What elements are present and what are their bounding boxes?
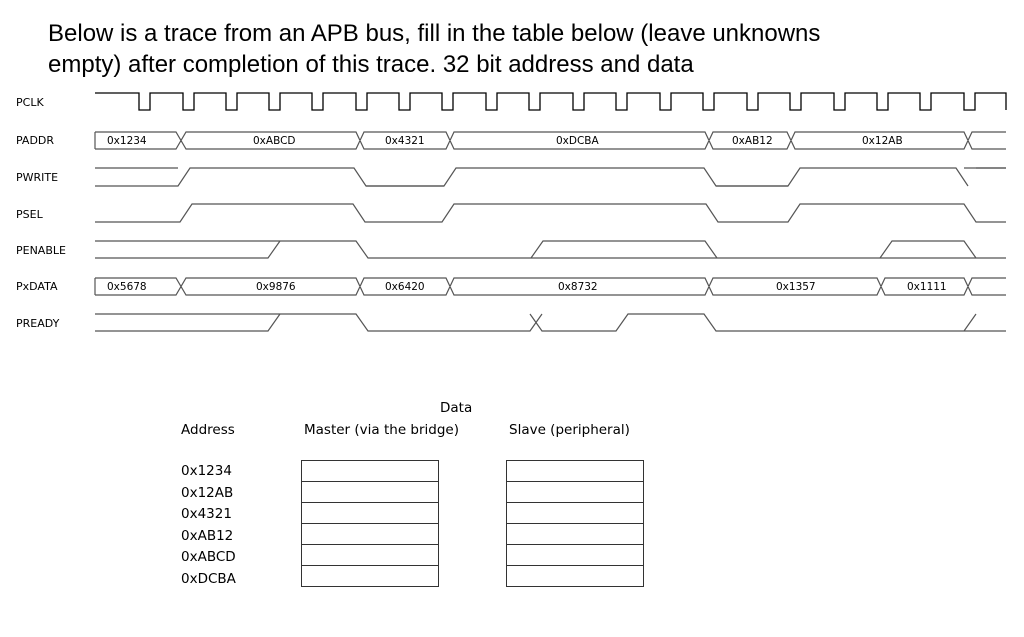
master-cell-5[interactable] <box>301 544 439 565</box>
slave-input-3[interactable] <box>507 503 643 523</box>
master-input-5[interactable] <box>302 545 438 565</box>
master-cell-2[interactable] <box>301 481 439 502</box>
signal-label-pready: PREADY <box>16 317 60 330</box>
pxdata-value-2: 0x9876 <box>256 281 296 293</box>
slave-input-2[interactable] <box>507 482 643 502</box>
pxdata-value-3: 0x6420 <box>385 281 425 293</box>
signal-label-pwrite: PWRITE <box>16 171 58 184</box>
slave-input-6[interactable] <box>507 566 643 586</box>
pwrite-low-line <box>95 167 1006 187</box>
slave-input-5[interactable] <box>507 545 643 565</box>
signal-label-paddr: PADDR <box>16 134 54 147</box>
master-cell-4[interactable] <box>301 523 439 544</box>
master-input-6[interactable] <box>302 566 438 586</box>
master-data-column <box>301 460 439 587</box>
pxdata-value-4: 0x8732 <box>558 281 598 293</box>
slave-cell-3[interactable] <box>506 502 644 523</box>
address-row-4: 0xAB12 <box>181 527 234 544</box>
master-input-1[interactable] <box>302 461 438 481</box>
slave-cell-4[interactable] <box>506 523 644 544</box>
question-line-2: empty) after completion of this trace. 3… <box>48 51 694 78</box>
address-row-6: 0xDCBA <box>181 570 236 587</box>
address-row-5: 0xABCD <box>181 549 236 565</box>
slave-cell-2[interactable] <box>506 481 644 502</box>
psel-waveform <box>95 203 1006 223</box>
master-input-3[interactable] <box>302 503 438 523</box>
signal-label-penable: PENABLE <box>16 244 66 257</box>
data-header: Data <box>440 400 473 416</box>
pxdata-value-6: 0x1111 <box>907 281 947 293</box>
pxdata-value-5: 0x1357 <box>776 281 816 293</box>
signal-label-psel: PSEL <box>16 208 44 221</box>
paddr-value-3: 0x4321 <box>385 135 425 147</box>
paddr-value-5: 0xAB12 <box>732 135 773 147</box>
paddr-value-6: 0x12AB <box>862 135 903 147</box>
pxdata-bus-waveform <box>94 277 1006 296</box>
slave-cell-6[interactable] <box>506 565 644 587</box>
question-text: Below is a trace from an APB bus, fill i… <box>48 18 948 80</box>
address-row-3: 0x4321 <box>181 506 232 522</box>
slave-cell-1[interactable] <box>506 460 644 481</box>
address-row-2: 0x12AB <box>181 484 234 501</box>
timing-diagram: PCLK PADDR PWRITE PSEL PENABLE PxDATA PR… <box>16 92 1007 332</box>
master-cell-1[interactable] <box>301 460 439 481</box>
master-header: Master (via the bridge) <box>304 422 459 438</box>
slave-header: Slave (peripheral) <box>509 422 630 438</box>
slave-cell-5[interactable] <box>506 544 644 565</box>
penable-waveform <box>95 240 1006 259</box>
signal-label-pxdata: PxDATA <box>16 280 58 293</box>
signal-label-pclk: PCLK <box>16 96 44 109</box>
slave-input-4[interactable] <box>507 524 643 544</box>
address-row-1: 0x1234 <box>181 463 232 479</box>
question-line-1: Below is a trace from an APB bus, fill i… <box>48 20 821 47</box>
paddr-value-2: 0xABCD <box>253 135 296 147</box>
pclk-waveform <box>95 92 1007 111</box>
master-cell-3[interactable] <box>301 502 439 523</box>
pxdata-value-1: 0x5678 <box>107 281 147 293</box>
slave-input-1[interactable] <box>507 461 643 481</box>
paddr-bus-waveform <box>94 131 1006 150</box>
slave-data-column <box>506 460 644 587</box>
master-input-2[interactable] <box>302 482 438 502</box>
address-header: Address <box>181 422 235 438</box>
master-cell-6[interactable] <box>301 565 439 587</box>
paddr-value-1: 0x1234 <box>107 135 147 147</box>
paddr-value-4: 0xDCBA <box>556 135 600 147</box>
master-input-4[interactable] <box>302 524 438 544</box>
pready-waveform <box>95 313 1006 332</box>
address-list: 0x1234 0x12AB 0x4321 0xAB12 0xABCD 0xDCB… <box>181 461 236 590</box>
pwrite-waveform <box>95 167 1006 187</box>
